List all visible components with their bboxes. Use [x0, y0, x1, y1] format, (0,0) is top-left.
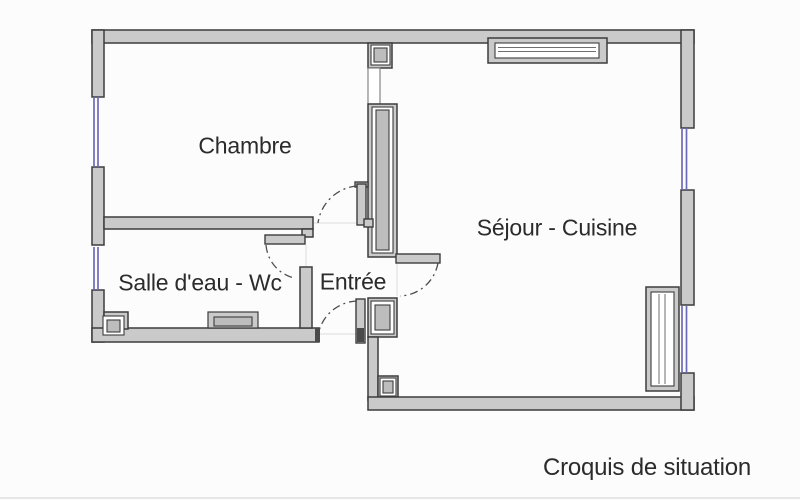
central-panel	[375, 109, 390, 251]
wall-central-opening	[367, 67, 381, 105]
window-left-chambre	[93, 97, 99, 167]
door-sejour	[395, 253, 441, 297]
duct-top	[373, 47, 388, 63]
door-salle-eau-leaf	[264, 234, 306, 245]
window-right-upper	[681, 128, 688, 190]
wall-left-upper	[91, 29, 105, 98]
door-sejour-leaf	[395, 253, 441, 264]
room-label-salle-eau-wc: Salle d'eau - Wc	[118, 269, 282, 296]
wall-chambre-salle-step	[301, 228, 314, 238]
window-bay-top-glass	[494, 42, 600, 59]
room-label-sejour-cuisine: Séjour - Cuisine	[476, 214, 638, 241]
wall-chambre-salle	[103, 216, 314, 230]
door-entrance	[315, 298, 366, 344]
door-entrance-jamb-right	[357, 328, 364, 342]
bottom-edge-line	[0, 497, 800, 499]
door-entrance-leaf	[355, 298, 366, 344]
opening-lines	[305, 222, 398, 335]
door-chambre-swing-arc	[317, 185, 358, 224]
duct-bottom	[382, 380, 394, 394]
room-label-entree: Entrée	[319, 268, 387, 295]
wc-fixture	[106, 319, 121, 333]
wall-bottom-left	[91, 327, 320, 343]
ducts-and-fixtures	[102, 44, 397, 397]
window-bay-right	[645, 286, 680, 392]
door-salle-eau	[264, 234, 306, 279]
wall-left-middle	[91, 166, 105, 246]
window-bay-top	[487, 37, 608, 64]
wall-bottom-sejour	[367, 396, 695, 411]
wall-right-lower	[680, 372, 695, 411]
door-salle-eau-swing-arc	[265, 244, 295, 279]
duct-vestibule	[374, 304, 391, 331]
wall-right-upper	[680, 29, 695, 129]
caption: Croquis de situation	[542, 454, 752, 481]
window-right-lower	[681, 306, 688, 373]
window-bay-right-glass	[650, 291, 675, 387]
door-chambre-leaf	[356, 183, 367, 226]
wall-salle-entree	[299, 266, 313, 329]
windows	[93, 97, 688, 373]
sink-fixture	[213, 316, 253, 327]
door-entrance-swing-arc	[318, 300, 358, 332]
window-left-salle-eau	[93, 247, 99, 290]
door-chambre	[317, 181, 374, 228]
door-sejour-swing-arc	[399, 262, 439, 297]
door-chambre-hinge	[363, 218, 374, 228]
wall-vestibule-lower	[367, 336, 379, 401]
door-entrance-jamb-left	[315, 328, 320, 342]
room-label-chambre: Chambre	[198, 132, 292, 159]
wall-right-middle	[680, 189, 695, 306]
